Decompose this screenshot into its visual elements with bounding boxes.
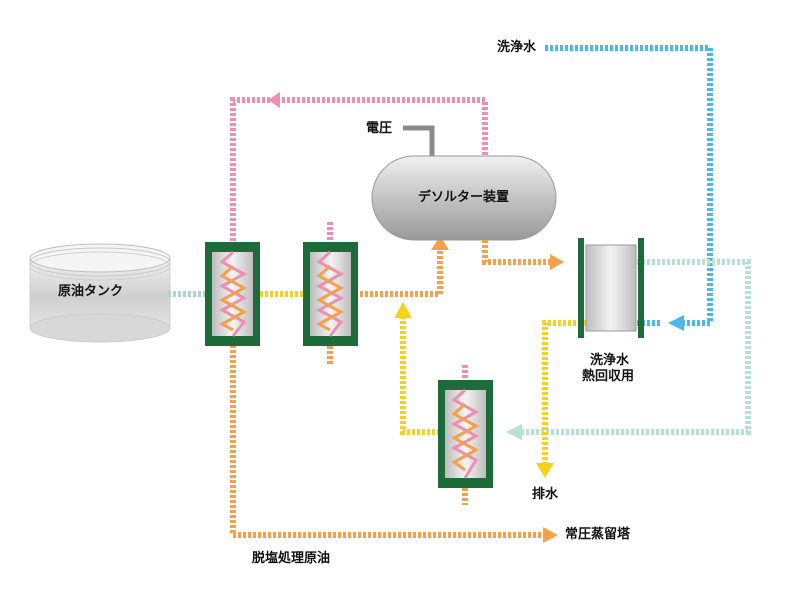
- wash-water-return-line: [506, 259, 751, 440]
- drain-label: 排水: [532, 487, 559, 502]
- arrow-up-icon: [431, 236, 449, 250]
- crude-oil-tank: [29, 243, 171, 343]
- arrow-left-icon: [268, 92, 280, 108]
- desalted-crude-line: [230, 340, 558, 543]
- arrow-left-icon: [506, 424, 522, 440]
- preheat-crude-line: [250, 236, 449, 297]
- heat-exchanger-2: [303, 242, 358, 346]
- heated-water-line: [394, 302, 440, 435]
- heat-exchanger-1: [205, 242, 260, 346]
- arrow-right-icon: [543, 527, 558, 543]
- arrow-left-icon: [668, 315, 684, 331]
- voltage-label: 電圧: [366, 121, 393, 136]
- desalter-label: デソルター装置: [418, 190, 510, 205]
- desalter-outlet-line: [482, 240, 564, 270]
- atmospheric-distillation-tower-label: 常圧蒸留塔: [565, 527, 631, 542]
- voltage-line: [403, 125, 435, 158]
- arrow-up-icon: [394, 302, 412, 318]
- heat-recovery-label-line2: 熱回収用: [582, 369, 635, 384]
- wash-water-label: 洗浄水: [497, 40, 537, 55]
- wash-water-heat-recovery-exchanger: [578, 238, 644, 338]
- crude-oil-tank-label: 原油タンク: [58, 284, 124, 299]
- heat-exchanger-3: [438, 380, 493, 488]
- desalted-crude-label: 脱塩処理原油: [252, 551, 331, 566]
- heat-recovery-label-line1: 洗浄水: [590, 353, 630, 368]
- arrow-right-icon: [550, 254, 564, 270]
- arrow-down-icon: [536, 463, 554, 478]
- desalter-vessel: [371, 155, 557, 241]
- pink-recycle-line: [230, 92, 488, 248]
